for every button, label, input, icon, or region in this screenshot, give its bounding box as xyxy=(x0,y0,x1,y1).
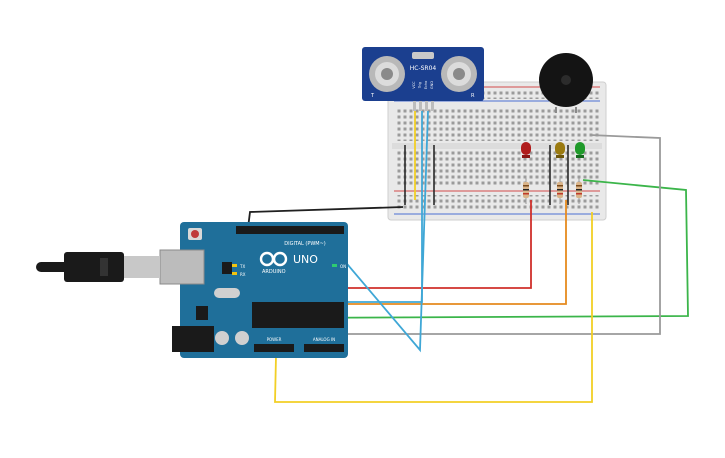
atmega-chip xyxy=(252,302,344,328)
usb-chip xyxy=(222,262,232,274)
resistor[interactable] xyxy=(557,178,563,204)
breadboard[interactable] xyxy=(387,81,607,221)
sensor-pin[interactable] xyxy=(413,101,416,111)
tx-led xyxy=(232,264,237,267)
power-header[interactable] xyxy=(254,344,294,352)
usb-port[interactable] xyxy=(159,249,205,285)
piezo-buzzer[interactable] xyxy=(539,53,593,113)
sensor-pin-label: Trig xyxy=(418,82,422,89)
capacitor xyxy=(215,331,229,345)
sensor-pin[interactable] xyxy=(425,101,428,111)
sensor-pin-label: Echo xyxy=(424,81,428,90)
digital-header-label: DIGITAL (PWM~) xyxy=(284,241,326,247)
power-header-label: POWER xyxy=(267,337,282,342)
arduino-uno-board[interactable]: DIGITAL (PWM~) UNO ARDUINO TX RX ON POWE… xyxy=(159,222,348,358)
sensor-pin[interactable] xyxy=(419,101,422,111)
power-jack[interactable] xyxy=(172,326,214,352)
wire-blue[interactable] xyxy=(319,110,429,353)
wire-yellow[interactable] xyxy=(274,212,593,403)
rx-led xyxy=(232,272,237,275)
led-yellow[interactable] xyxy=(555,142,565,158)
analog-header-label: ANALOG IN xyxy=(313,337,335,342)
led-red[interactable] xyxy=(521,142,531,158)
analog-header[interactable] xyxy=(304,344,344,352)
sensor-side-label: T xyxy=(370,93,375,99)
sensor-label: HC-SR04 xyxy=(410,65,437,72)
board-model: UNO xyxy=(293,253,318,266)
sensor-side-label: R xyxy=(471,93,475,99)
on-label: ON xyxy=(340,264,346,269)
sensor-pin-label: VCC xyxy=(412,81,416,89)
resistor[interactable] xyxy=(523,178,529,204)
sensor-pin[interactable] xyxy=(431,101,434,111)
sensor-pin-label: GND xyxy=(430,81,434,89)
ultrasonic-sensor[interactable]: HC-SR04 VCC Trig Echo GND T R xyxy=(362,47,484,111)
capacitor xyxy=(235,331,249,345)
digital-header[interactable] xyxy=(236,226,344,234)
rx-label: RX xyxy=(240,272,246,277)
board-brand: ARDUINO xyxy=(262,269,286,275)
led-green[interactable] xyxy=(575,142,585,158)
tx-label: TX xyxy=(239,264,245,269)
usb-cable[interactable] xyxy=(36,252,160,282)
on-led xyxy=(332,264,337,267)
resistor[interactable] xyxy=(576,178,582,204)
voltage-regulator xyxy=(196,306,208,320)
crystal-oscillator xyxy=(214,288,240,298)
sensor-crystal xyxy=(412,52,434,59)
